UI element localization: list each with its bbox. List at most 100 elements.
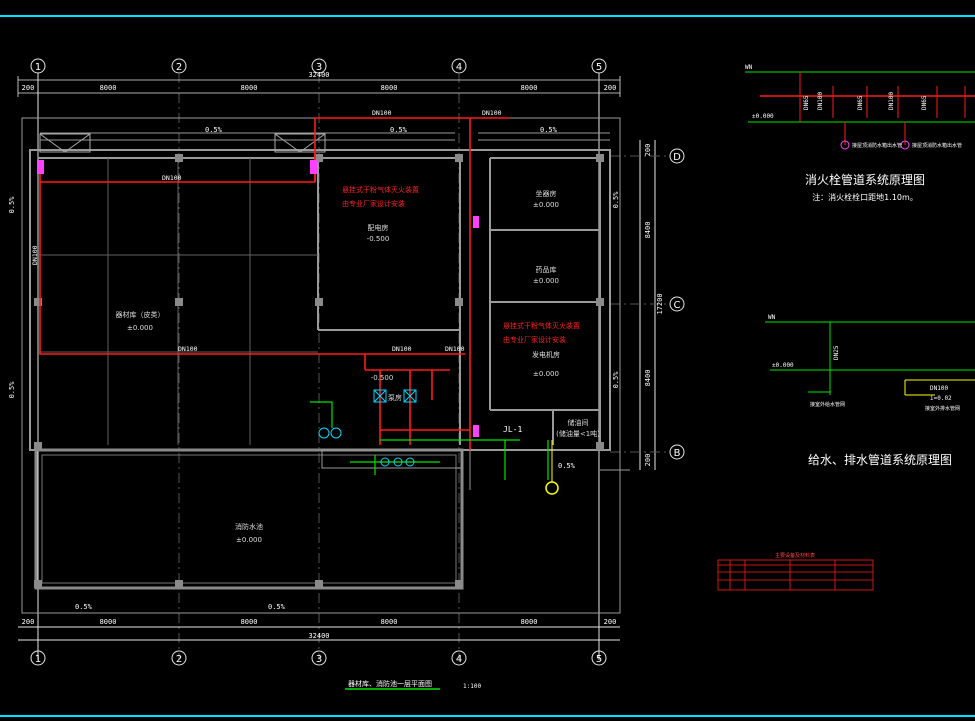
- top-dimension-texts: 32400 200 8000 8000 8000 8000 200: [22, 71, 617, 92]
- bottom-dimension-texts: 200 8000 8000 8000 8000 200 32400: [22, 618, 617, 640]
- pipe-label-dn100-bottom: DN100: [178, 345, 198, 353]
- axis-top-2: 2: [176, 62, 182, 73]
- hydrant-markers: [37, 160, 479, 437]
- pipe-label-dn100-pump2: DN100: [445, 345, 465, 353]
- dim-top-seg-1: 8000: [100, 84, 117, 92]
- gen-room-gas-note-1: 悬挂式干粉气体灭火装置: [503, 321, 580, 330]
- room-gen-elev: ±0.000: [533, 370, 559, 378]
- fire-dn65-c: DN65: [921, 95, 928, 110]
- riser-label: JL-1: [503, 425, 522, 434]
- axis-bottom-3: 3: [316, 654, 322, 665]
- axis-bottom-4: 4: [456, 654, 462, 665]
- fire-dn65-b: DN65: [857, 95, 864, 110]
- water-system-labels: WN ±0.000 DN25 DN100 i=0.02 接室外给水管网 接室外排…: [768, 314, 960, 412]
- roof-slope-c: 0.5%: [540, 126, 558, 134]
- fire-dn100-a: DN100: [817, 92, 824, 110]
- pool-slope-a: 0.5%: [75, 603, 93, 611]
- power-room-gas-note-2: 由专业厂家设计安装: [342, 199, 405, 208]
- dim-top-seg-4: 8000: [521, 84, 538, 92]
- water-drain-tag-a: 接室外给水管网: [810, 401, 845, 408]
- axis-bottom-5: 5: [596, 654, 602, 665]
- water-system-diagram: [765, 321, 975, 396]
- axis-bottom-2: 2: [176, 654, 182, 665]
- fire-pipe-network: [39, 117, 510, 450]
- dim-right-seg-2: 8400: [644, 370, 652, 387]
- water-pipe-network: [310, 401, 549, 480]
- axis-right-b: B: [674, 448, 681, 459]
- pipe-label-dn100-left: DN100: [31, 245, 39, 265]
- axis-top-5: 5: [596, 62, 602, 73]
- room-oil-name: 储油间: [568, 418, 589, 427]
- dim-right-seg-3: 200: [644, 454, 652, 467]
- top-dimension-lines: [17, 76, 621, 97]
- water-slope: i=0.02: [930, 395, 952, 402]
- water-dn25: DN25: [833, 345, 840, 360]
- gen-room-gas-note-2: 由专业厂家设计安装: [503, 335, 566, 344]
- room-gen-name: 发电机房: [532, 350, 560, 359]
- power-room-gas-note-1: 悬挂式干粉气体灭火装置: [342, 185, 419, 194]
- axis-right-c: C: [674, 300, 681, 311]
- dim-bottom-seg-1: 8000: [100, 618, 117, 626]
- fire-system-note: 注：消火栓栓口距地1.10m。: [812, 192, 918, 202]
- fire-hydrant-tag-b: 接屋顶消防水箱出水管: [912, 142, 962, 149]
- water-dn100: DN100: [930, 385, 948, 392]
- fire-pipe-labels: DN100 DN100 DN100 DN100 DN100 DN100 DN10…: [31, 109, 502, 353]
- dim-left-label-0: 0.5%: [8, 196, 16, 214]
- fire-system-title: 消火栓管道系统原理图: [805, 172, 925, 187]
- drawing-caption: 器材库、消防池一层平面图 1:100: [345, 679, 481, 690]
- roof-slope-b: 0.5%: [390, 126, 408, 134]
- dim-right-seg-0: 200: [644, 144, 652, 157]
- room-main-name: 器材库（皮类）: [116, 310, 165, 319]
- water-system-title: 给水、排水管道系统原理图: [808, 452, 952, 467]
- axis-bottom-1: 1: [35, 654, 41, 665]
- room-power-elev: -0.500: [367, 235, 390, 243]
- roof-drain-right: [274, 133, 326, 153]
- dim-top-total: 32400: [308, 71, 329, 79]
- room-power-name: 配电房: [368, 223, 389, 232]
- dim-top-seg-0: 200: [22, 84, 35, 92]
- room-labels: 器材库（皮类） ±0.000 配电房 -0.500 坐器房 ±0.000 药品库…: [116, 189, 601, 544]
- dim-bottom-seg-4: 8000: [521, 618, 538, 626]
- water-elev-b: ±0.000: [772, 362, 794, 369]
- fire-dn65-a: DN65: [803, 95, 810, 110]
- pool-slope-b: 0.5%: [268, 603, 286, 611]
- dim-bottom-total: 32400: [308, 632, 329, 640]
- dim-bottom-seg-2: 8000: [241, 618, 258, 626]
- dim-top-seg-3: 8000: [381, 84, 398, 92]
- axis-top-1: 1: [35, 62, 41, 73]
- dim-bottom-seg-5: 200: [604, 618, 617, 626]
- fire-pumps: [318, 389, 417, 467]
- equipment-table: [717, 559, 874, 591]
- room-pump-elev: -0.500: [371, 374, 394, 382]
- dim-top-seg-5: 200: [604, 84, 617, 92]
- gas-extinguisher-notes: 悬挂式干粉气体灭火装置 由专业厂家设计安装 悬挂式干粉气体灭火装置 由专业厂家设…: [342, 185, 580, 344]
- roof-slope-labels: 0.5% 0.5% 0.5% 0.5% 0.5% 0.5%: [75, 126, 576, 611]
- water-wn-label: WN: [768, 314, 776, 321]
- building-walls: [21, 117, 630, 614]
- axis-bubble-labels-bottom: 1 2 3 4 5: [35, 654, 602, 665]
- fire-system-diagram: [745, 71, 975, 150]
- dim-left-label-1: 0.5%: [8, 381, 16, 399]
- caption-title: 器材库、消防池一层平面图: [348, 679, 432, 688]
- pipe-label-dn100-main: DN100: [162, 174, 182, 182]
- room-pool-elev: ±0.000: [236, 536, 262, 544]
- room-pump-name: 泵房: [388, 393, 402, 402]
- roof-slope-a: 0.5%: [205, 126, 223, 134]
- room-tool-name: 坐器房: [536, 189, 557, 198]
- dim-top-seg-2: 8000: [241, 84, 258, 92]
- fire-hydrant-tag-a: 接屋顶消防水箱出水管: [852, 142, 902, 149]
- axis-top-3: 3: [316, 62, 322, 73]
- room-tool-elev: ±0.000: [533, 201, 559, 209]
- riser-jl1: [545, 440, 559, 495]
- fire-elev-a: ±0.000: [752, 113, 774, 120]
- water-drain-tag-b: 接室外排水管网: [925, 405, 960, 412]
- room-drug-name: 药品库: [536, 265, 557, 274]
- pipe-label-dn100-topright: DN100: [482, 109, 502, 117]
- dim-right-seg-1: 8400: [644, 222, 652, 239]
- dim-bottom-seg-0: 200: [22, 618, 35, 626]
- equipment-table-title: 主要设备及材料表: [775, 552, 815, 559]
- room-oil-note: (储油量<1吨): [556, 429, 600, 438]
- axis-bubbles-bottom: [18, 626, 620, 666]
- right-dimension-texts: 17200 200 8400 8400 200 0.5% 0.5% 0.5% 0…: [8, 144, 664, 467]
